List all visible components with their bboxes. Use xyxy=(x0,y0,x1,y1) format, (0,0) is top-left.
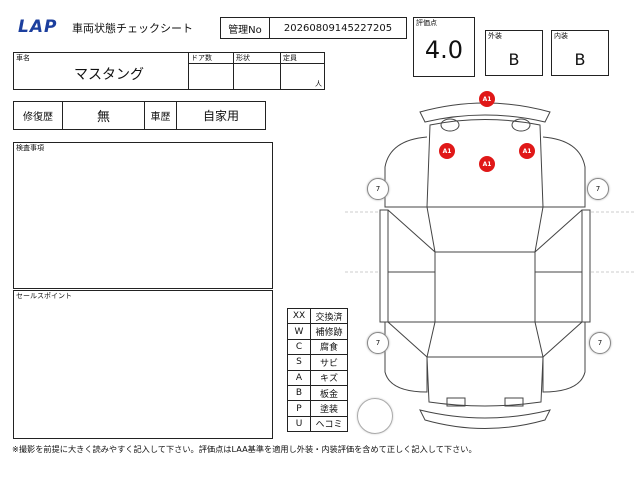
doors-label: ドア数 xyxy=(191,54,212,62)
doors-divider xyxy=(189,63,233,64)
tire-front-left: 7 xyxy=(367,178,389,200)
capacity-divider xyxy=(281,63,324,64)
doors-box: ドア数 xyxy=(188,52,234,90)
use-value-box: 自家用 xyxy=(176,101,266,130)
spare-tire-circle xyxy=(357,398,393,434)
left-front-fender xyxy=(384,136,428,208)
legend-meaning: サビ xyxy=(310,354,348,371)
damage-marker-front: A1 xyxy=(479,91,495,107)
legend-code: C xyxy=(287,338,311,356)
sheet-title: 車両状態チェックシート xyxy=(72,22,193,35)
capacity-box: 定員 人 xyxy=(280,52,325,90)
legend-code: U xyxy=(287,415,311,433)
right-taillight xyxy=(504,397,524,407)
left-side-sill xyxy=(379,209,389,323)
use-value: 自家用 xyxy=(202,109,239,123)
legend-meaning: 塗装 xyxy=(310,400,348,417)
right-side-sill xyxy=(581,209,591,323)
use-label: 車歴 xyxy=(150,112,171,123)
damage-marker-hood-center: A1 xyxy=(479,156,495,172)
mgmt-number: 20260809145227205 xyxy=(283,22,393,34)
right-doors xyxy=(534,209,583,323)
interior-grade-value: B xyxy=(574,49,586,69)
left-headlight xyxy=(440,118,460,132)
shape-box: 形状 xyxy=(233,52,281,90)
roof xyxy=(434,251,536,323)
damage-marker-hood-left: A1 xyxy=(439,143,455,159)
logo: LAP xyxy=(18,17,58,37)
vehicle-name-label: 車名 xyxy=(16,54,30,62)
legend-code: S xyxy=(287,354,311,371)
vehicle-name-value: マスタング xyxy=(74,67,144,83)
right-front-fender xyxy=(542,136,586,208)
legend-meaning: 交換済 xyxy=(310,307,348,325)
legend-code: A xyxy=(287,369,311,386)
shape-label: 形状 xyxy=(236,54,250,62)
legend-meaning: キズ xyxy=(310,369,348,386)
footer-note: ※撮影を前提に大きく読みやすく記入して下さい。評価点はLAA基準を適用し外装・内… xyxy=(12,444,477,454)
exterior-grade-box: 外装 B xyxy=(485,30,543,76)
exterior-grade-label: 外装 xyxy=(488,32,502,40)
rear-window xyxy=(426,321,544,358)
interior-grade-box: 内装 B xyxy=(551,30,609,76)
inspection-label: 検査事項 xyxy=(16,144,44,152)
tire-rear-right: 7 xyxy=(589,332,611,354)
right-headlight xyxy=(511,118,531,132)
trunk xyxy=(426,356,544,407)
mgmt-label-box: 管理No xyxy=(220,17,270,39)
repair-label-box: 修復歴 xyxy=(13,101,63,130)
front-bumper xyxy=(419,102,551,123)
legend-meaning: 板金 xyxy=(310,384,348,402)
hood xyxy=(426,119,544,208)
mgmt-label: 管理No xyxy=(228,24,262,36)
repair-value: 無 xyxy=(96,110,110,125)
repair-label: 修復歴 xyxy=(23,112,53,123)
car-diagram xyxy=(345,102,635,429)
overall-grade-value: 4.0 xyxy=(424,36,464,64)
tire-front-right: 7 xyxy=(587,178,609,200)
tire-rear-left: 7 xyxy=(367,332,389,354)
legend-meaning: 腐食 xyxy=(310,338,348,356)
exterior-grade-value: B xyxy=(508,49,520,69)
mgmt-number-box: 20260809145227205 xyxy=(269,17,407,39)
overall-grade-label: 評価点 xyxy=(416,19,437,27)
capacity-label: 定員 xyxy=(283,54,297,62)
inspection-box: 検査事項 xyxy=(13,142,273,289)
capacity-unit: 人 xyxy=(315,80,322,88)
legend-code: B xyxy=(287,384,311,402)
use-label-box: 車歴 xyxy=(144,101,177,130)
repair-value-box: 無 xyxy=(62,101,145,130)
vehicle-name-box: 車名 マスタング xyxy=(13,52,189,90)
windshield xyxy=(426,206,544,253)
legend-meaning: ヘコミ xyxy=(310,415,348,433)
shape-divider xyxy=(234,63,280,64)
interior-grade-label: 内装 xyxy=(554,32,568,40)
sales-point-box: セールスポイント xyxy=(13,290,273,439)
right-rear-fender xyxy=(542,321,586,393)
legend-code: W xyxy=(287,323,311,340)
overall-grade-box: 評価点 4.0 xyxy=(413,17,475,77)
left-rear-fender xyxy=(384,321,428,393)
rear-bumper xyxy=(419,409,551,429)
legend-code: P xyxy=(287,400,311,417)
sales-point-label: セールスポイント xyxy=(16,292,72,300)
left-taillight xyxy=(446,397,466,407)
legend-meaning: 補修跡 xyxy=(310,323,348,340)
damage-marker-hood-right: A1 xyxy=(519,143,535,159)
left-doors xyxy=(387,209,436,323)
legend-code: XX xyxy=(287,307,311,325)
